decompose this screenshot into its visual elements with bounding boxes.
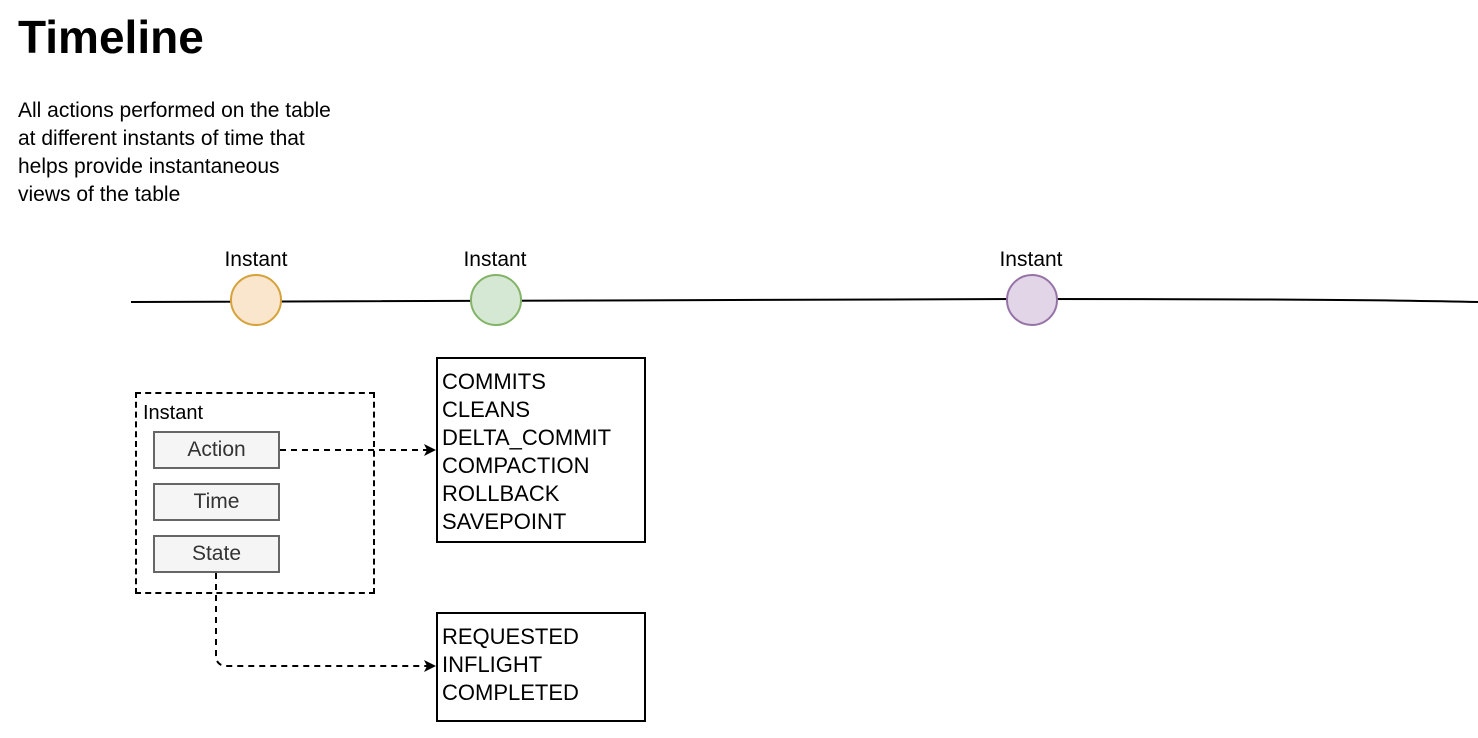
instant-circle-green xyxy=(470,274,522,326)
instant-circle-purple xyxy=(1006,274,1058,326)
timeline-description: All actions performed on the table at di… xyxy=(18,97,388,209)
state-arrow xyxy=(215,573,436,672)
action-item: COMMITS xyxy=(442,369,546,394)
state-item: INFLIGHT xyxy=(442,652,543,677)
description-line: views of the table xyxy=(18,183,181,206)
description-line: All actions performed on the table xyxy=(18,99,331,122)
action-item: ROLLBACK xyxy=(442,481,560,506)
action-item: COMPACTION xyxy=(442,453,590,478)
instant-group-box xyxy=(135,392,375,594)
description-line: at different instants of time that xyxy=(18,127,305,150)
action-item: SAVEPOINT xyxy=(442,509,567,534)
instant-label: Instant xyxy=(999,248,1063,271)
instant-label: Instant xyxy=(463,248,527,271)
action-field: Action xyxy=(153,431,280,469)
page-title: Timeline xyxy=(18,11,204,63)
instant-circle-orange xyxy=(230,274,282,326)
state-item: COMPLETED xyxy=(442,680,579,705)
states-box: REQUESTED INFLIGHT COMPLETED xyxy=(436,612,646,722)
instant-label: Instant xyxy=(224,248,288,271)
time-field: Time xyxy=(153,483,280,521)
instant-group-label: Instant xyxy=(143,402,204,424)
action-item: DELTA_COMMIT xyxy=(442,425,612,450)
action-item: CLEANS xyxy=(442,397,531,422)
actions-box: COMMITS CLEANS DELTA_COMMIT COMPACTION R… xyxy=(436,357,646,543)
state-field: State xyxy=(153,535,280,573)
timeline-line xyxy=(130,298,1478,303)
description-line: helps provide instantaneous xyxy=(18,155,280,178)
state-item: REQUESTED xyxy=(442,624,579,649)
